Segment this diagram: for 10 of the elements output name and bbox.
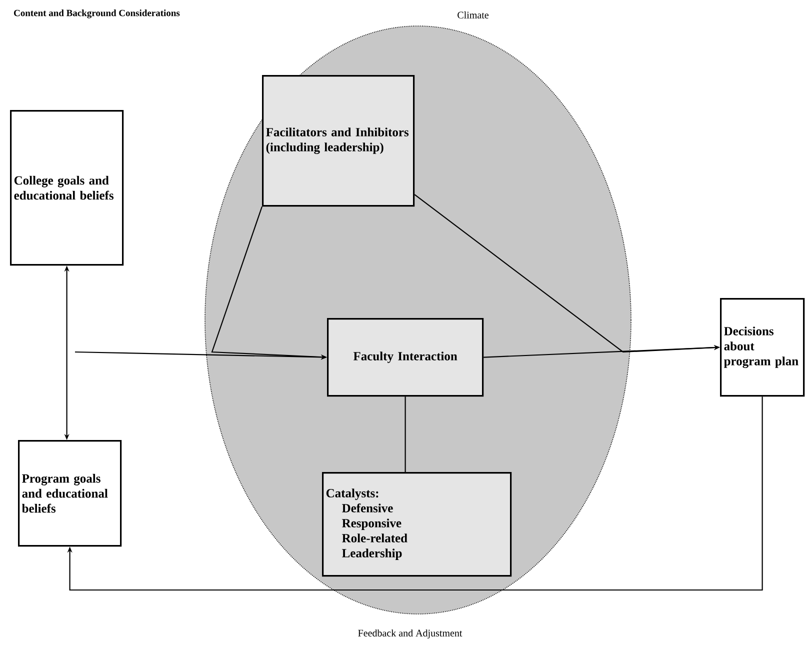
process-box: Faculty Interaction — [327, 318, 484, 397]
heading: Content and Background Considerations — [14, 10, 180, 18]
process-box: Facilitators and Inhibitors (including leadership) — [262, 75, 415, 207]
region-heading: Climate — [458, 11, 488, 18]
process-box: Program goals and educational beliefs — [18, 440, 122, 547]
process-box: College goals and educational beliefs — [10, 110, 124, 266]
edge-label: Feedback and Adjustment — [358, 629, 462, 639]
arrow — [67, 396, 763, 591]
process-box: Catalysts: Defensive Responsive Role-related Leadership — [322, 472, 512, 577]
process-box: Decisions about program plan — [720, 298, 805, 397]
